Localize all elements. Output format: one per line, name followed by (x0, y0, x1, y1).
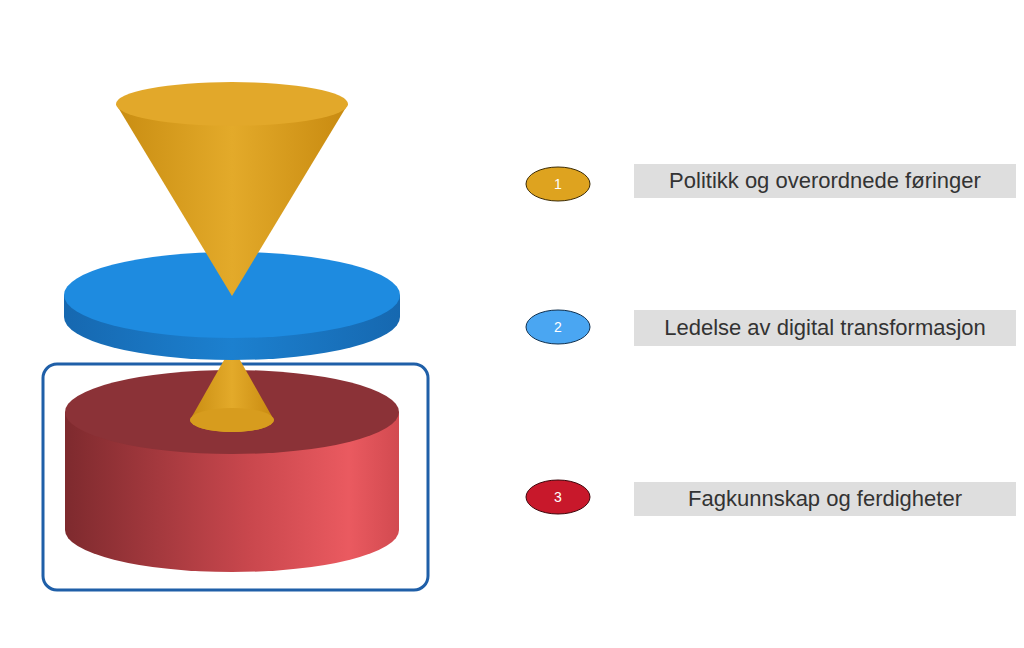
label-box: Fagkunnskap og ferdigheter (634, 482, 1016, 516)
callout-number: 1 (554, 176, 562, 192)
callout-number: 3 (525, 479, 591, 515)
label-text: Ledelse av digital transformasjon (664, 315, 986, 341)
label-box: Ledelse av digital transformasjon (634, 310, 1016, 346)
callout-number: 2 (554, 319, 562, 335)
label-box: Politikk og overordnede føringer (634, 164, 1016, 198)
label-text: Fagkunnskap og ferdigheter (688, 486, 962, 512)
label-text: Politikk og overordnede føringer (669, 168, 981, 194)
callout-number: 2 (525, 309, 591, 345)
large-cone (116, 82, 348, 296)
callout-number: 1 (525, 166, 591, 202)
callout-number: 3 (554, 489, 562, 505)
